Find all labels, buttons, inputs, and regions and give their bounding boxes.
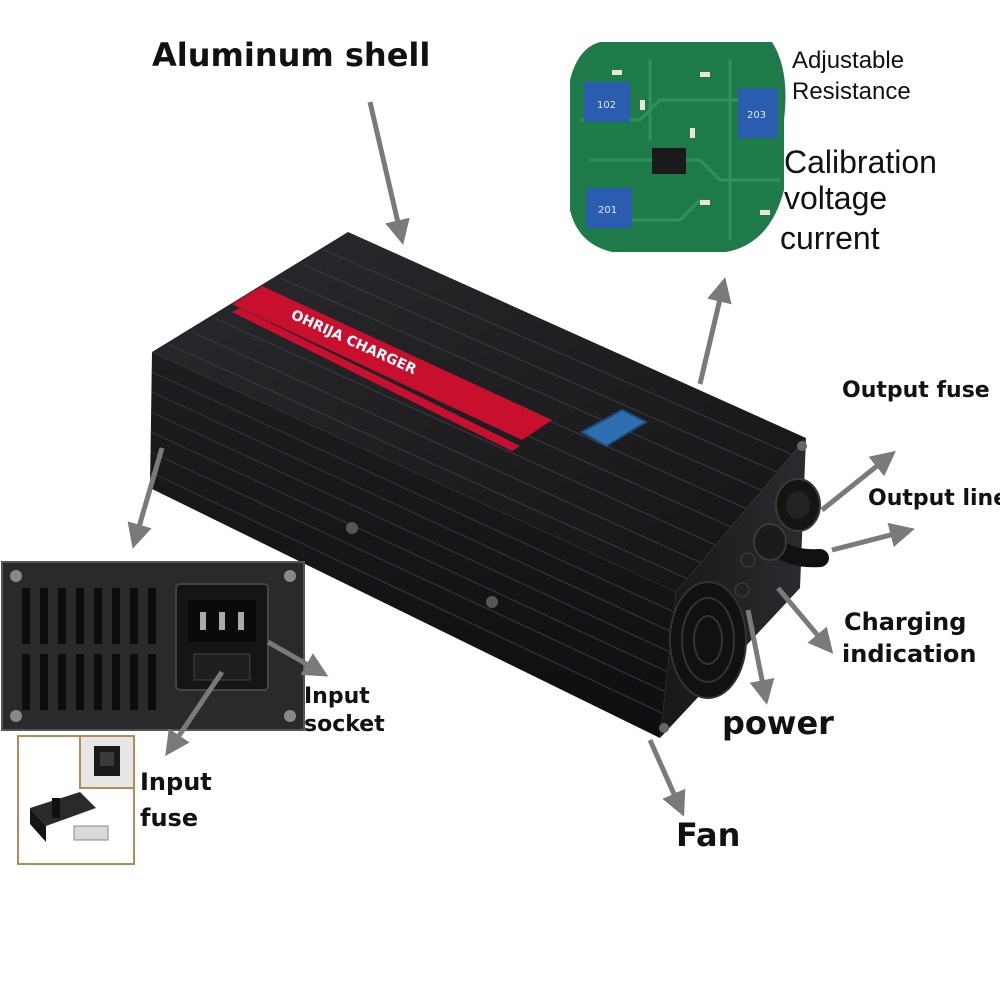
arrow-output-fuse (820, 450, 896, 512)
arrow-input-panel (127, 447, 165, 549)
corner-screw-1 (797, 441, 807, 451)
label-charging-indication-2: indication (842, 640, 977, 668)
trimmer-3: 201 (586, 188, 632, 228)
corner-screw-2 (659, 723, 669, 733)
output-cable-gland (753, 523, 787, 561)
label-calibration-1: Calibration (784, 144, 937, 180)
label-adjustable-resistance-1: Adjustable (792, 47, 905, 74)
front-ribs (149, 371, 675, 715)
arrow-aluminum-shell (367, 101, 410, 245)
label-calibration-2: voltage (784, 180, 888, 216)
front-screw-2 (486, 596, 498, 608)
label-fan: Fan (676, 816, 741, 854)
charger-body: OHRIJA CHARGER (149, 232, 829, 738)
arrow-fan (647, 738, 686, 817)
label-input-socket-1: Input (304, 684, 370, 709)
pcb-inset: 102 203 201 (570, 42, 786, 252)
arrow-output-line (831, 522, 915, 553)
label-power: power (722, 704, 834, 742)
arrow-charging-indication (776, 586, 834, 654)
output-fuse-knob (775, 478, 821, 532)
iec-socket (175, 583, 269, 691)
trimmer-2: 203 (738, 88, 778, 138)
label-input-socket-2: socket (304, 712, 385, 737)
trimmer-1: 102 (584, 82, 630, 122)
arrow-input-fuse (165, 670, 225, 757)
label-aluminum-shell: Aluminum shell (152, 36, 431, 74)
label-output-fuse: Output fuse (842, 378, 990, 403)
svg-text:102: 102 (597, 100, 616, 111)
input-fuse-inset (17, 735, 135, 865)
label-input-fuse-2: fuse (140, 804, 199, 832)
label-adjustable-resistance-2: Resistance (792, 78, 911, 105)
svg-text:201: 201 (598, 205, 617, 216)
fan-grille (669, 581, 747, 699)
label-calibration-3: current (780, 220, 880, 256)
svg-text:203: 203 (747, 110, 766, 121)
label-input-fuse-1: Input (140, 768, 212, 796)
lcd-display (579, 408, 649, 448)
arrow-input-socket (266, 639, 329, 677)
input-panel-vents (22, 588, 156, 710)
input-panel (1, 561, 305, 731)
arrow-power (745, 609, 775, 705)
front-screw-1 (346, 522, 358, 534)
red-stripe-thin (232, 308, 520, 451)
arrow-calibration (697, 277, 732, 385)
red-stripe (232, 286, 552, 440)
charger-front-face (150, 352, 676, 738)
label-charging-indication-1: Charging (844, 608, 967, 636)
pcb-chip (652, 148, 686, 174)
power-led (734, 582, 750, 598)
callout-arrows (127, 101, 915, 817)
label-output-line: Output line (868, 486, 1000, 511)
charging-led (740, 552, 756, 568)
